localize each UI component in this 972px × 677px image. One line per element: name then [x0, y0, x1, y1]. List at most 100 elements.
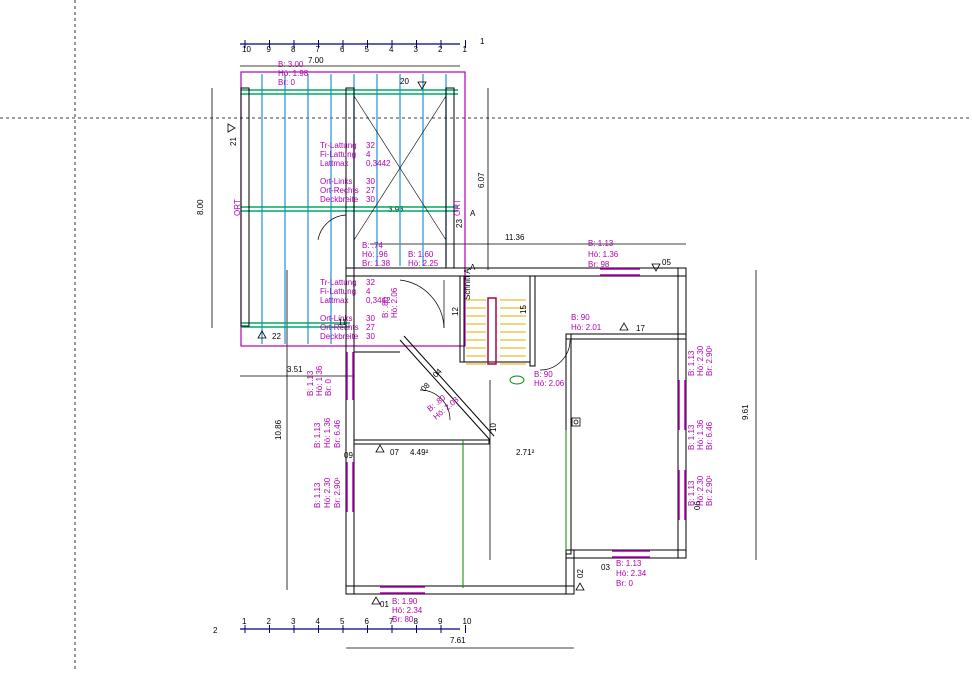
svg-text:Hö: 2.01: Hö: 2.01	[571, 323, 602, 332]
svg-text:Lattmax: Lattmax	[320, 159, 348, 168]
svg-text:Br: 2.90¹: Br: 2.90¹	[333, 477, 342, 508]
door-swing-diag[interactable]	[419, 389, 451, 421]
svg-text:Hö: 2.06: Hö: 2.06	[534, 379, 565, 388]
dim-right-height: 9.61	[741, 404, 750, 420]
svg-text:17: 17	[636, 324, 645, 333]
svg-text:Tr-Lattung: Tr-Lattung	[320, 278, 357, 287]
svg-text:07: 07	[390, 448, 399, 457]
dimension-lines	[211, 65, 757, 649]
svg-text:30: 30	[366, 332, 375, 341]
svg-text:Br: 2.90¹: Br: 2.90¹	[705, 475, 714, 506]
svg-text:Br: 6.46: Br: 6.46	[333, 419, 342, 448]
svg-text:Hö: 2.06: Hö: 2.06	[390, 287, 399, 318]
door-swing-upper[interactable]	[399, 279, 445, 329]
svg-text:Br: 0: Br: 0	[324, 379, 333, 396]
svg-text:A: A	[470, 209, 476, 218]
ruler-bottom-label: 1	[242, 617, 247, 626]
svg-text:05: 05	[662, 258, 671, 267]
svg-text:Tr-Lattung: Tr-Lattung	[320, 141, 357, 150]
roof-right-wall	[445, 87, 455, 269]
section-markers	[227, 81, 661, 605]
svg-text:Hö: 2.30: Hö: 2.30	[696, 345, 705, 376]
ruler-top-label: 3	[414, 45, 419, 54]
svg-text:30: 30	[366, 314, 375, 323]
door-swing-right[interactable]	[539, 339, 571, 371]
svg-text:Deckbreite: Deckbreite	[320, 332, 359, 341]
roof-outline	[240, 71, 466, 347]
svg-text:0,3442: 0,3442	[366, 296, 391, 305]
ruler-bottom-label: 6	[365, 617, 370, 626]
svg-text:B: .74: B: .74	[362, 241, 383, 250]
svg-text:B: 1.13: B: 1.13	[687, 350, 696, 376]
ruler-bottom-label: 10	[463, 617, 472, 626]
svg-text:Fi-Lattung: Fi-Lattung	[320, 150, 356, 159]
door-swings[interactable]	[317, 214, 571, 421]
svg-text:Hö: 2.34: Hö: 2.34	[616, 569, 647, 578]
dim-roof-inner: 3.93	[388, 205, 404, 214]
dim-bottom-width: 7.61	[450, 636, 466, 645]
svg-text:B: 1.13: B: 1.13	[588, 239, 614, 248]
ruler-bottom-label: 8	[414, 617, 419, 626]
svg-text:30: 30	[366, 177, 375, 186]
svg-text:Br: 1.38: Br: 1.38	[362, 259, 391, 268]
window-markers[interactable]	[346, 268, 686, 594]
svg-text:11: 11	[338, 318, 347, 327]
roof-area[interactable]: ORT ORT 20 21 22 23 B: 3.00 Hö: 1.98 Br:…	[229, 60, 466, 347]
svg-text:Deckbreite: Deckbreite	[320, 195, 359, 204]
ruler-top-label: 7	[316, 45, 321, 54]
door-swing-roof[interactable]	[317, 214, 347, 241]
svg-text:Ort-Rechts: Ort-Rechts	[320, 186, 359, 195]
svg-text:Lattmax: Lattmax	[320, 296, 348, 305]
svg-text:01: 01	[380, 600, 389, 609]
wall-stair-left	[459, 275, 465, 363]
svg-text:Hö: 1.36: Hö: 1.36	[588, 250, 619, 259]
wall-inner-vertical	[565, 333, 572, 555]
svg-text:Br: 80: Br: 80	[392, 615, 414, 624]
ruler-top-label: 8	[291, 45, 296, 54]
ruler-top-index: 1	[480, 37, 485, 46]
svg-text:Ort-Links: Ort-Links	[320, 177, 352, 186]
svg-text:09: 09	[344, 451, 353, 460]
stair-post	[509, 375, 525, 385]
svg-text:Hö: 2.34: Hö: 2.34	[392, 606, 423, 615]
ruler-top-label: 4	[389, 45, 394, 54]
dim-lower-left-width: 3.51	[287, 365, 303, 374]
svg-text:Hö: 1.36: Hö: 1.36	[323, 417, 332, 448]
roof-win-br: Br: 0	[278, 78, 295, 87]
staircase[interactable]	[466, 297, 526, 385]
svg-text:0,3442: 0,3442	[366, 159, 391, 168]
dim-inner-b: 2.71²	[516, 448, 535, 457]
roof-label-21: 21	[229, 137, 238, 146]
wall-labels: 05 17 07 10 15 12 01 02 03 08 04 09 06 1…	[338, 209, 702, 609]
roof-win-b: B: 3.00	[278, 60, 304, 69]
svg-text:B: 1.13: B: 1.13	[313, 422, 322, 448]
svg-text:4: 4	[366, 150, 371, 159]
roof-label-22: 22	[272, 332, 281, 341]
svg-text:B: 90: B: 90	[571, 313, 590, 322]
svg-text:03: 03	[601, 563, 610, 572]
roof-label-23: 23	[455, 219, 464, 228]
svg-text:B: 1.13: B: 1.13	[313, 482, 322, 508]
ruler-top-label: 1	[463, 45, 468, 54]
svg-text:27: 27	[366, 186, 375, 195]
roof-left-wall	[240, 87, 250, 327]
svg-text:Br: 98: Br: 98	[588, 260, 610, 269]
svg-text:B: .80: B: .80	[381, 297, 390, 318]
svg-text:Hö: 2.30: Hö: 2.30	[696, 475, 705, 506]
floor-walls[interactable]	[345, 267, 687, 595]
dim-lower-left-height: 10.86	[274, 419, 283, 440]
wall-corridor	[353, 439, 490, 445]
ruler-top-label: 10	[242, 45, 251, 54]
dim-top-width: 7.00	[308, 56, 324, 65]
svg-text:Hö: 2.30: Hö: 2.30	[323, 477, 332, 508]
svg-text:Br: 0: Br: 0	[616, 579, 633, 588]
ruler-top-label: 6	[340, 45, 345, 54]
roof-window-top[interactable]: B: 3.00 Hö: 1.98 Br: 0	[278, 60, 309, 87]
dim-roof-right: 6.07	[477, 172, 486, 188]
svg-text:15: 15	[519, 305, 528, 314]
roof-win-h: Hö: 1.98	[278, 69, 309, 78]
